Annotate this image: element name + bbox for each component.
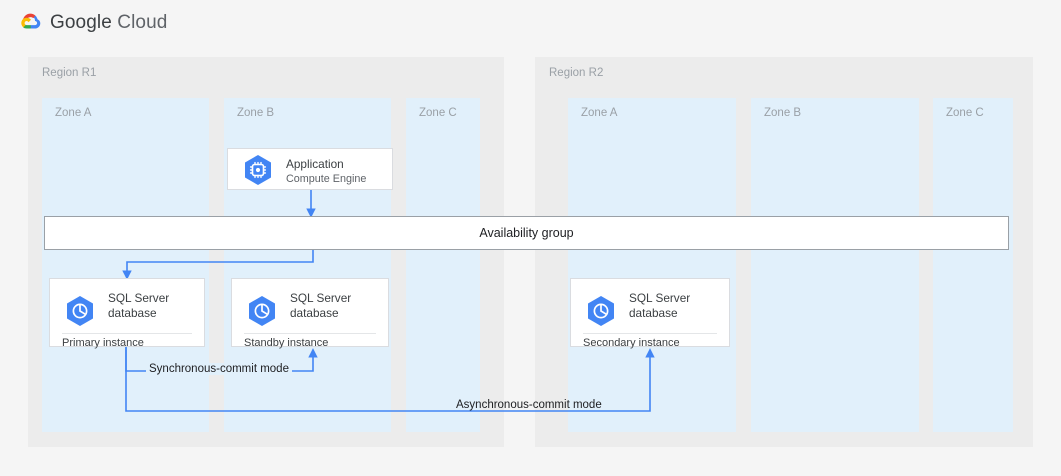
secondary-instance-label: Secondary instance [583,337,680,349]
brand-cloud: Cloud [117,12,168,33]
asynchronous-commit-label: Asynchronous-commit mode [456,399,602,411]
availability-group-bar[interactable]: Availability group [44,216,1009,250]
brand-title: Google Cloud [50,11,167,35]
google-cloud-logo-icon [16,10,44,36]
primary-database-title-2: database [108,305,157,320]
card-divider [62,333,192,334]
zone-r1-a: Zone A [42,98,209,432]
card-primary-database[interactable]: SQL Server database Primary instance [49,278,205,349]
brand-google: Google [50,12,112,33]
application-subtitle: Compute Engine [286,172,367,185]
primary-database-title-1: SQL Server [108,291,170,305]
sql-server-database-icon [244,293,280,329]
sql-server-database-icon [62,293,98,329]
standby-database-title-1: SQL Server [290,291,352,305]
card-application[interactable]: Application Compute Engine [227,148,393,190]
zone-r2-c: Zone C [933,98,1013,432]
standby-instance-label: Standby instance [244,337,329,349]
card-secondary-database[interactable]: SQL Server database Secondary instance [570,278,730,349]
zone-r2-a: Zone A [568,98,736,432]
application-title: Application [286,157,344,171]
card-standby-database[interactable]: SQL Server database Standby instance [231,278,389,349]
zone-r1-c-label: Zone C [419,107,457,119]
zone-r1-c: Zone C [406,98,480,432]
region-r2-label: Region R2 [549,67,604,79]
zone-r2-c-label: Zone C [946,107,984,119]
compute-engine-icon [240,152,276,188]
zone-r2-a-label: Zone A [581,107,618,119]
zone-r2-b-label: Zone B [764,107,802,119]
primary-instance-label: Primary instance [62,337,144,349]
card-divider [583,333,717,334]
secondary-database-title-1: SQL Server [629,291,691,305]
zone-r1-b-label: Zone B [237,107,275,119]
secondary-database-title-2: database [629,305,678,320]
sql-server-database-icon [583,293,619,329]
page-header: Google Cloud [0,0,1061,48]
zone-r2-b: Zone B [751,98,919,432]
standby-database-title-2: database [290,305,339,320]
card-divider [244,333,376,334]
region-r1-label: Region R1 [42,67,97,79]
availability-group-label: Availability group [479,226,574,240]
synchronous-commit-label: Synchronous-commit mode [146,363,292,375]
zone-r1-a-label: Zone A [55,107,92,119]
